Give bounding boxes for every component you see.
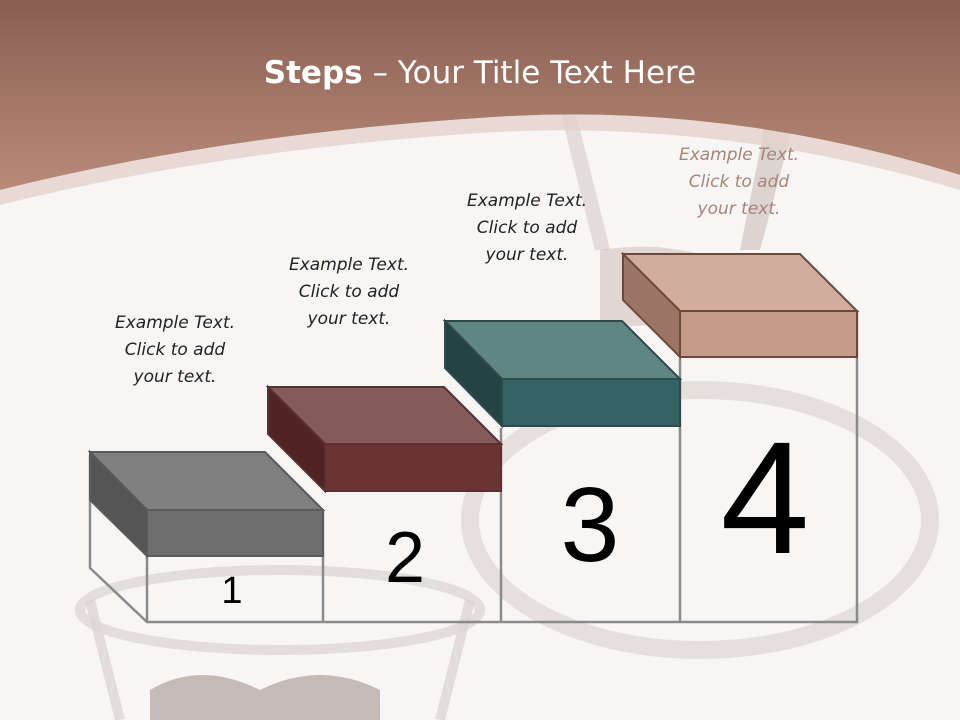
step-1-caption-line1: Example Text. xyxy=(114,313,236,333)
step-4-number: 4 xyxy=(720,408,810,587)
step-4-caption-line3: your text. xyxy=(697,199,781,219)
step-2-caption-line2: Click to add xyxy=(298,282,400,302)
step-4-block[interactable] xyxy=(620,251,860,360)
step-3-block[interactable] xyxy=(442,318,683,429)
step-4-caption[interactable]: Example Text. Click to add your text. xyxy=(654,142,824,223)
slide-title[interactable]: Steps – Your Title Text Here xyxy=(0,55,960,91)
step-4-caption-line2: Click to add xyxy=(688,172,790,192)
step-3-caption-line3: your text. xyxy=(485,245,569,265)
step-1-block[interactable] xyxy=(87,449,326,559)
step-1-caption-line2: Click to add xyxy=(124,340,226,360)
step-3-number: 3 xyxy=(560,466,620,584)
step-1-number: 1 xyxy=(221,570,243,612)
step-1-caption[interactable]: Example Text. Click to add your text. xyxy=(90,310,260,391)
step-3-caption-line1: Example Text. xyxy=(466,191,588,211)
step-3-caption[interactable]: Example Text. Click to add your text. xyxy=(442,188,612,269)
title-bold: Steps xyxy=(263,55,363,91)
title-rest: – Your Title Text Here xyxy=(362,55,697,91)
step-2-block[interactable] xyxy=(265,384,504,494)
step-2-caption[interactable]: Example Text. Click to add your text. xyxy=(264,252,434,333)
step-2-caption-line1: Example Text. xyxy=(288,255,410,275)
step-4-caption-line1: Example Text. xyxy=(678,145,800,165)
step-1-caption-line3: your text. xyxy=(133,367,217,387)
step-3-caption-line2: Click to add xyxy=(476,218,578,238)
step-2-number: 2 xyxy=(384,518,426,598)
step-2-caption-line3: your text. xyxy=(307,309,391,329)
